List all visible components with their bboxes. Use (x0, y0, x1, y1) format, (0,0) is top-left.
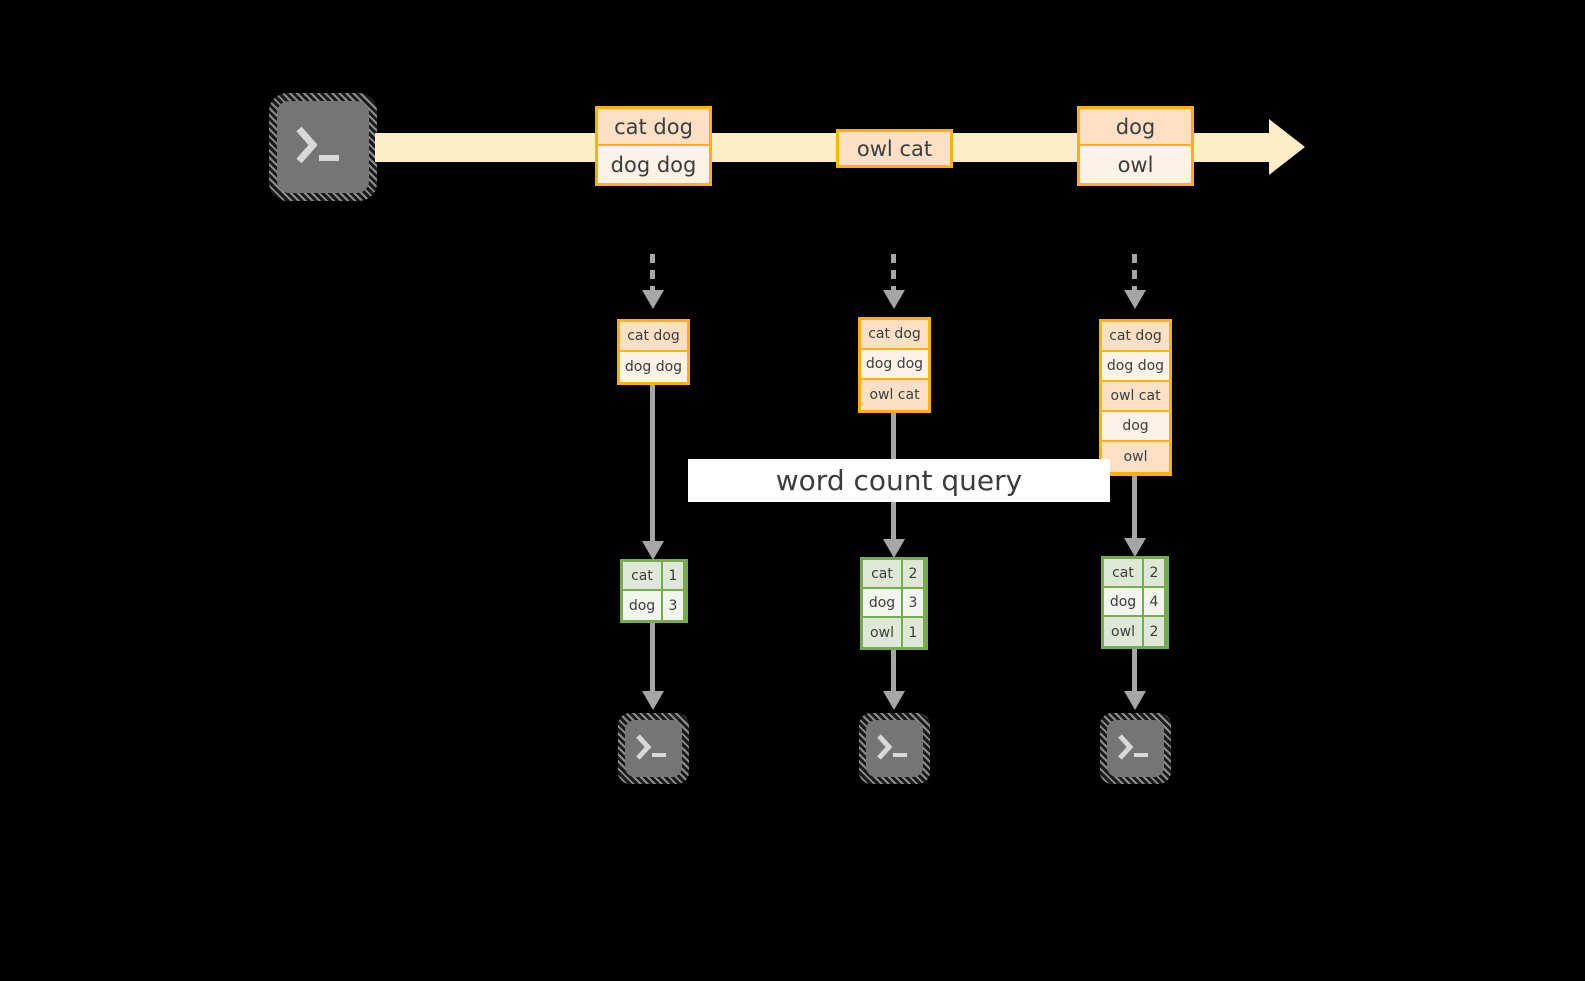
result-to-sink-arrowhead (642, 691, 664, 710)
result-to-sink-connector (1132, 649, 1137, 695)
result-word-cell: dog (863, 589, 903, 616)
result-count-cell: 2 (1144, 617, 1164, 646)
result-to-sink-connector (891, 650, 896, 695)
result-count-cell: 2 (1144, 559, 1164, 586)
stream-to-buffer-connector (891, 254, 896, 292)
stream-event-box: cat dog dog dog (595, 106, 712, 186)
stream-event-line: owl (1080, 146, 1191, 183)
result-word-cell: cat (623, 562, 663, 589)
terminal-prompt-glyph (1118, 734, 1148, 760)
result-word-cell: cat (863, 560, 903, 587)
result-count-cell: 3 (663, 591, 683, 620)
result-table: cat 2 dog 4 owl 2 (1101, 556, 1169, 649)
buffer-line: dog dog (620, 352, 687, 382)
result-word-cell: owl (863, 618, 903, 647)
buffer-line: cat dog (620, 322, 687, 352)
buffer-to-result-connector (1132, 476, 1137, 542)
result-row: owl 1 (863, 618, 925, 647)
query-label-band: word count query (688, 459, 1110, 502)
buffer-box: cat dog dog dog (617, 319, 690, 385)
buffer-line: dog (1102, 412, 1169, 442)
result-count-cell: 4 (1144, 588, 1164, 615)
result-word-cell: cat (1104, 559, 1144, 586)
buffer-line: dog dog (861, 350, 928, 380)
terminal-screen (625, 720, 682, 777)
result-table: cat 1 dog 3 (620, 559, 688, 623)
buffer-line: owl cat (861, 380, 928, 410)
source-terminal-icon (269, 93, 377, 201)
stream-event-line: owl cat (839, 132, 950, 165)
buffer-line: owl cat (1102, 382, 1169, 412)
buffer-to-result-arrowhead (883, 539, 905, 558)
terminal-prompt-glyph (296, 126, 339, 164)
stream-event-line: dog (1080, 109, 1191, 146)
buffer-to-result-arrowhead (642, 541, 664, 560)
result-table: cat 2 dog 3 owl 1 (860, 557, 928, 650)
stream-event-line: dog dog (598, 146, 709, 183)
result-count-cell: 3 (903, 589, 923, 616)
sink-terminal-icon (1100, 713, 1171, 784)
result-count-cell: 1 (903, 618, 923, 647)
buffer-to-result-connector (650, 385, 655, 545)
stream-to-buffer-connector (650, 254, 655, 292)
query-label: word count query (775, 464, 1023, 497)
result-row: owl 2 (1104, 617, 1166, 646)
result-count-cell: 2 (903, 560, 923, 587)
result-row: dog 3 (863, 589, 925, 618)
terminal-screen (277, 101, 369, 193)
stream-to-buffer-connector (1132, 254, 1137, 292)
result-row: cat 1 (623, 562, 685, 591)
buffer-box: cat dog dog dog owl cat dog owl (1099, 319, 1172, 476)
stream-event-line: cat dog (598, 109, 709, 146)
terminal-prompt-glyph (636, 734, 666, 760)
stream-event-box: owl cat (836, 129, 953, 168)
stream-to-buffer-arrowhead (642, 290, 664, 309)
buffer-line: cat dog (1102, 322, 1169, 352)
result-word-cell: dog (1104, 588, 1144, 615)
result-to-sink-arrowhead (1124, 691, 1146, 710)
terminal-prompt-glyph (877, 734, 907, 760)
result-to-sink-connector (650, 623, 655, 695)
terminal-screen (1107, 720, 1164, 777)
result-count-cell: 1 (663, 562, 683, 589)
result-word-cell: dog (623, 591, 663, 620)
stream-arrow-head (1269, 119, 1305, 175)
stream-to-buffer-arrowhead (883, 290, 905, 309)
buffer-line: cat dog (861, 320, 928, 350)
sink-terminal-icon (618, 713, 689, 784)
result-row: cat 2 (1104, 559, 1166, 588)
result-row: dog 3 (623, 591, 685, 620)
result-to-sink-arrowhead (883, 691, 905, 710)
buffer-box: cat dog dog dog owl cat (858, 317, 931, 413)
result-word-cell: owl (1104, 617, 1144, 646)
buffer-line: dog dog (1102, 352, 1169, 382)
result-row: dog 4 (1104, 588, 1166, 617)
stream-to-buffer-arrowhead (1124, 290, 1146, 309)
buffer-to-result-arrowhead (1124, 538, 1146, 557)
stream-event-box: dog owl (1077, 106, 1194, 186)
result-row: cat 2 (863, 560, 925, 589)
buffer-line: owl (1102, 442, 1169, 472)
sink-terminal-icon (859, 713, 930, 784)
terminal-screen (866, 720, 923, 777)
